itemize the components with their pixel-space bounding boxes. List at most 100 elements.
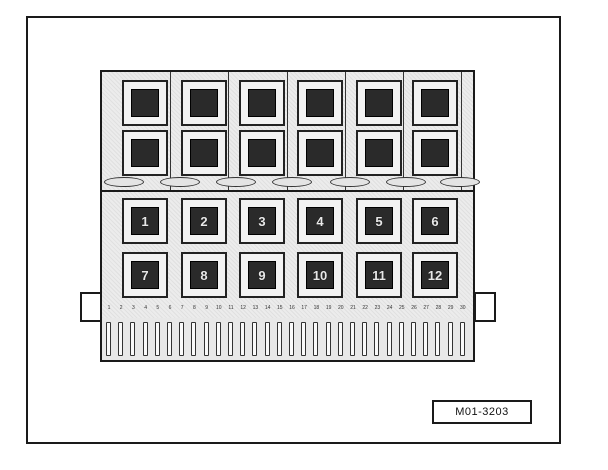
- fuse-number: 12: [427, 267, 443, 283]
- fuse-body: 7: [131, 261, 159, 289]
- fuse-socket: 3: [239, 198, 285, 244]
- relay-contact: [131, 139, 159, 167]
- fuse-socket: 8: [181, 252, 227, 298]
- terminal-pin: [252, 322, 258, 356]
- pin-label: 5: [156, 305, 160, 311]
- terminal-pin: [276, 322, 282, 356]
- relay-socket: [356, 130, 402, 176]
- pin-label: 29: [447, 305, 454, 311]
- fuse-socket: 11: [356, 252, 402, 298]
- fuse-number: 7: [141, 267, 149, 283]
- fuse-socket: 10: [297, 252, 343, 298]
- fuse-socket: 5: [356, 198, 402, 244]
- relay-socket: [122, 130, 168, 176]
- relay-socket: [181, 80, 227, 126]
- fuse-body: 11: [365, 261, 393, 289]
- relay-separator: [228, 72, 229, 190]
- pin-label: 3: [132, 305, 135, 311]
- relay-contact: [248, 139, 276, 167]
- fuse-body: 8: [190, 261, 218, 289]
- pin-label: 30: [460, 305, 466, 311]
- fuse-number: 4: [316, 213, 324, 229]
- fuse-body: 3: [248, 207, 276, 235]
- fuse-number: 8: [200, 267, 208, 283]
- terminal-pin: [337, 322, 343, 356]
- terminal-pin: [411, 322, 416, 356]
- pin-label: 15: [277, 305, 283, 311]
- relay-socket: [412, 80, 458, 126]
- wire-connector: [104, 177, 144, 187]
- fuse-number: 2: [200, 213, 208, 229]
- relay-socket: [297, 80, 343, 126]
- figure-code: M01-3203: [432, 400, 532, 424]
- fuse-body: 9: [248, 261, 276, 289]
- fuse-socket: 7: [122, 252, 168, 298]
- terminal-pin: [398, 322, 404, 356]
- terminal-pin: [435, 322, 441, 356]
- wire-connector: [160, 177, 200, 187]
- pin-label: 13: [252, 305, 259, 311]
- pin-label: 18: [313, 305, 320, 311]
- pin-label: 4: [144, 305, 147, 311]
- relay-socket: [181, 130, 227, 176]
- relay-contact: [190, 139, 218, 167]
- relay-separator: [287, 72, 288, 190]
- fuse-socket: 1: [122, 198, 168, 244]
- fuse-body: 4: [306, 207, 334, 235]
- fuse-body: 2: [190, 207, 218, 235]
- relay-separator: [461, 72, 462, 190]
- terminal-pin: [350, 322, 355, 356]
- relay-contact: [421, 139, 449, 167]
- pin-label: 17: [301, 305, 307, 311]
- terminal-pin: [325, 322, 331, 356]
- panel-divider: [100, 190, 475, 192]
- terminal-pin: [423, 322, 429, 356]
- terminal-pin: [215, 322, 221, 356]
- relay-socket: [297, 130, 343, 176]
- terminal-pin: [301, 322, 307, 356]
- relay-contact: [248, 89, 276, 117]
- pin-label: 10: [216, 305, 222, 311]
- relay-contact: [365, 89, 393, 117]
- fuse-number: 11: [372, 267, 386, 283]
- fuse-socket: 4: [297, 198, 343, 244]
- terminal-pin: [386, 322, 392, 356]
- relay-socket: [122, 80, 168, 126]
- wire-connector: [440, 177, 480, 187]
- pin-label: 26: [411, 305, 417, 311]
- terminal-pin: [118, 322, 124, 356]
- relay-separator: [170, 72, 171, 190]
- fuse-number: 5: [375, 213, 383, 229]
- pin-label: 1: [107, 305, 111, 311]
- fuse-number: 1: [141, 213, 149, 229]
- fuse-body: 10: [306, 261, 334, 289]
- relay-separator: [403, 72, 404, 190]
- fuse-socket: 12: [412, 252, 458, 298]
- fuse-body: 5: [365, 207, 393, 235]
- fuse-number: 6: [431, 213, 439, 229]
- terminal-pin: [179, 322, 185, 356]
- terminal-pin: [191, 322, 197, 356]
- wire-connector: [272, 177, 312, 187]
- terminal-pin: [142, 322, 148, 356]
- relay-contact: [421, 89, 449, 117]
- wire-connector: [330, 177, 370, 187]
- terminal-pin: [447, 322, 453, 356]
- pin-label: 11: [228, 305, 234, 311]
- pin-label: 24: [386, 305, 393, 311]
- terminal-pin: [362, 322, 368, 356]
- wire-connector: [386, 177, 426, 187]
- relay-separator: [345, 72, 346, 190]
- pin-label: 8: [193, 305, 196, 311]
- relay-contact: [306, 139, 334, 167]
- terminal-pin: [167, 322, 172, 356]
- pin-label: 19: [325, 305, 332, 311]
- pin-label: 23: [374, 305, 381, 311]
- pin-label: 22: [362, 305, 368, 311]
- fuse-socket: 2: [181, 198, 227, 244]
- relay-contact: [190, 89, 218, 117]
- terminal-pin: [228, 322, 233, 356]
- fuse-number: 9: [258, 267, 266, 283]
- pin-label: 27: [423, 305, 429, 311]
- pin-label: 9: [205, 305, 208, 311]
